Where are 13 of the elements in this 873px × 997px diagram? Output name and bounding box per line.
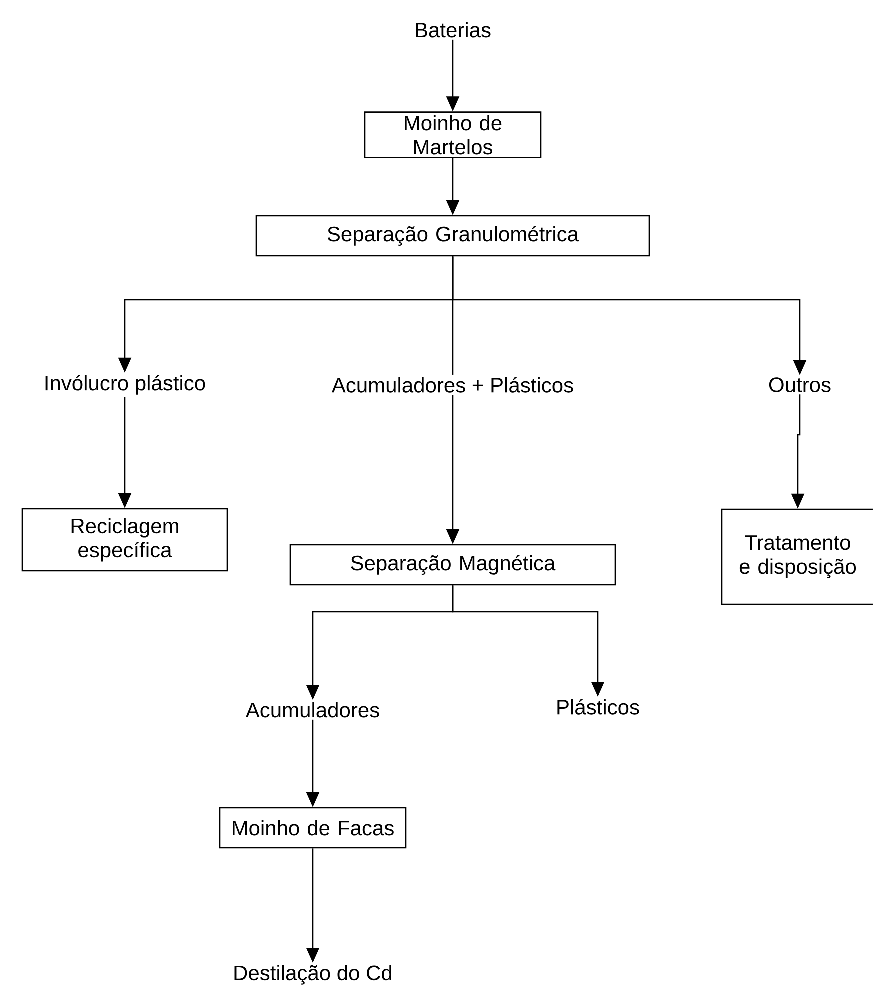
process-box: Moinho de Martelos xyxy=(364,112,542,158)
flow-label: Plásticos xyxy=(558,699,640,715)
process-box: Reciclagem específica xyxy=(22,508,228,572)
flow-label: Baterias xyxy=(416,22,491,38)
flow-label: Invólucro plástico xyxy=(46,375,206,395)
flow-label: Acumuladores xyxy=(246,702,380,718)
flow-label: Acumuladores + Plásticos xyxy=(332,377,574,393)
process-box: Moinho de Facas xyxy=(219,807,407,849)
process-box: Separação Magnética xyxy=(290,544,616,586)
process-box: Separação Granulométrica xyxy=(256,215,650,257)
process-box: Tratamento e disposição xyxy=(721,508,873,606)
flow-label: Destilação do Cd xyxy=(234,965,392,985)
flow-label: Outros xyxy=(769,378,831,392)
